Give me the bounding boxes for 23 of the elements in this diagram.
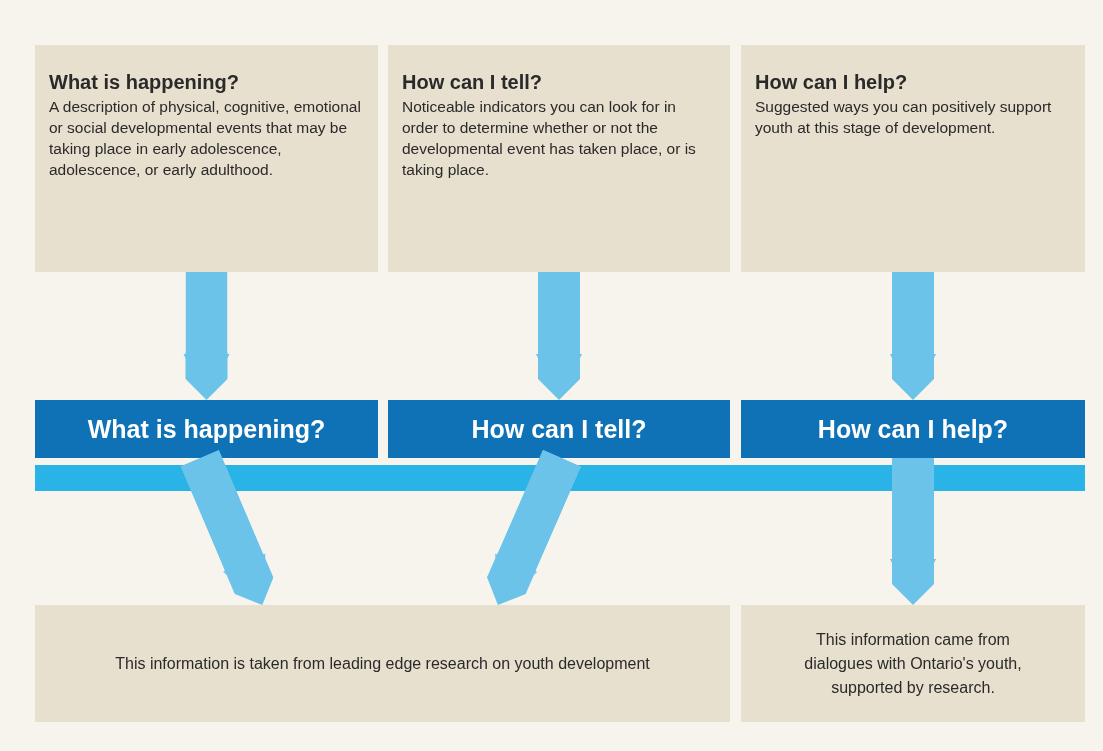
note-panel [741,605,1085,722]
block-arrow [889,272,937,400]
body-text: A description of physical, cognitive, emotional or social developmental events that may be taking place in early adolescence, adolescence, or early adulthood. [49,97,362,180]
note-panel [35,605,730,722]
heading-bar [741,400,1085,458]
heading-text: How can I help? [817,414,1009,444]
heading-text: What is happening? [87,414,326,444]
heading-bar [388,400,730,458]
heading-text: How can I tell? [402,71,544,94]
info-panel [741,45,1085,272]
heading-text: How can I help? [755,71,909,94]
heading-bar [35,400,378,458]
body-text: This information is taken from leading edge research on youth development [115,653,650,674]
heading-text: What is happening? [49,71,240,94]
heading-text: How can I tell? [471,414,647,444]
block-arrow [182,272,231,400]
info-panel [35,45,378,272]
body-text: Suggested ways you can positively support youth at this stage of development. [755,97,1053,138]
body-text: Noticeable indicators you can look for in order to determine whether or not the developmental event has taken place, or is taking place. [402,97,697,180]
block-arrow [889,458,937,605]
info-panel [388,45,730,272]
body-text: This information came from dialogues with Ontario's youth, supported by research. [803,629,1023,698]
block-arrow [535,272,583,400]
